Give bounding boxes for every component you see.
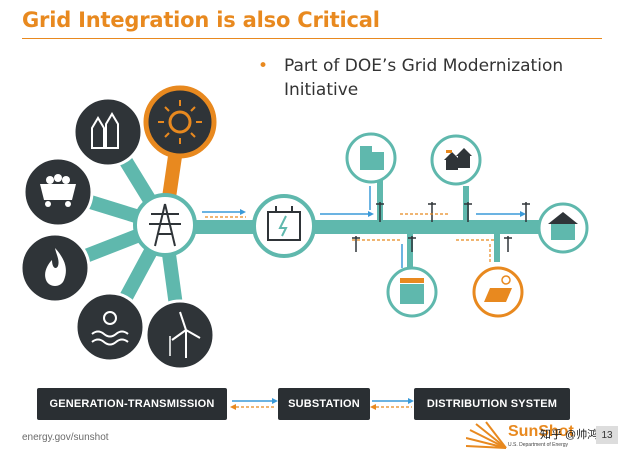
distribution-arrows: [320, 186, 526, 268]
coal-cart-icon: [22, 156, 94, 228]
logo-text: SunShot: [508, 423, 574, 440]
solar-panel-icon: [472, 266, 524, 318]
bullet-marker: •: [258, 56, 269, 76]
nuclear-plant-icon: [72, 96, 144, 168]
title-divider: [22, 38, 602, 39]
wind-turbine-icon: [144, 299, 216, 371]
sunshot-logo-icon: [466, 421, 507, 449]
utility-poles: [352, 202, 530, 252]
footer-url: energy.gov/sunshot: [22, 432, 109, 443]
hydro-icon: [74, 291, 146, 363]
office-building-icon: [345, 132, 397, 184]
solar-building-icon: [386, 266, 438, 318]
houses-icon: [430, 134, 482, 186]
watermark: 知乎 @帅鸿江: [540, 429, 610, 441]
stage-arrows: [230, 398, 414, 410]
gen-to-substation-arrows: [202, 209, 246, 218]
sun-icon: [143, 85, 217, 159]
stage-generation-transmission: GENERATION-TRANSMISSION: [37, 388, 227, 420]
bullet-text: Part of DOE’s Grid Modernization Initiat…: [284, 56, 564, 100]
slide-title: Grid Integration is also Critical: [22, 8, 380, 32]
house-icon: [537, 202, 589, 254]
page-number: 13: [596, 426, 618, 444]
logo-subtitle: U.S. Department of Energy: [508, 442, 569, 448]
stage-substation: SUBSTATION: [278, 388, 370, 420]
substation-icon: [252, 194, 316, 258]
stage-distribution-system: DISTRIBUTION SYSTEM: [414, 388, 570, 420]
flame-icon: [19, 232, 91, 304]
transmission-line: [165, 220, 555, 234]
transmission-tower-icon: [133, 193, 197, 257]
